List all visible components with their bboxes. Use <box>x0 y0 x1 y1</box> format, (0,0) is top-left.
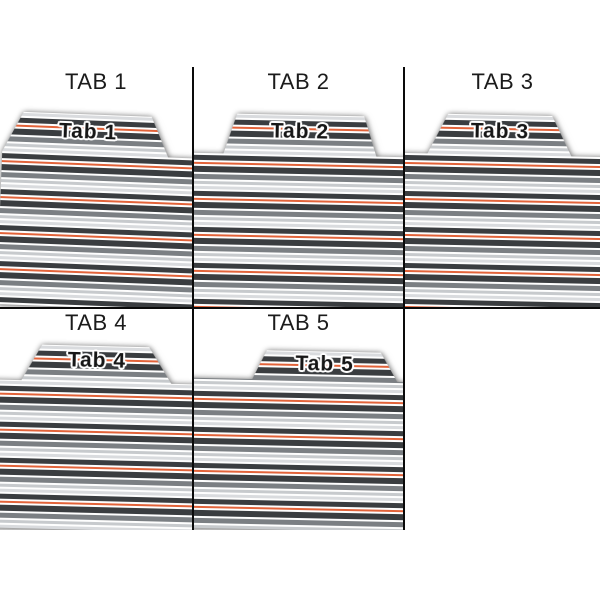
header-label-tab-4: TAB 4 <box>64 310 127 335</box>
header-label-tab-1: TAB 1 <box>64 69 127 94</box>
grid-vertical-line-1 <box>192 67 194 530</box>
divider-cell-2: Tab 2 <box>194 69 403 307</box>
grid-horizontal-line <box>0 307 600 309</box>
divider-2: Tab 2 <box>194 113 403 307</box>
divider-1: Tab 1 <box>0 111 192 307</box>
divider-5-tab-text: Tab 5 <box>295 351 354 377</box>
divider-4-tab-text: Tab 4 <box>67 348 127 373</box>
divider-cell-1: Tab 1 <box>0 69 192 307</box>
header-label-tab-3: TAB 3 <box>471 69 534 94</box>
header-label-tab-5: TAB 5 <box>267 310 330 335</box>
divider-cell-4: Tab 4 <box>0 309 192 530</box>
divider-2-tab-text: Tab 2 <box>270 119 330 144</box>
divider-3-tab-text: Tab 3 <box>470 119 530 144</box>
divider-cell-5: Tab 5 <box>194 309 403 530</box>
divider-4: Tab 4 <box>0 343 192 530</box>
divider-cell-3: Tab 3 <box>405 69 600 307</box>
divider-3: Tab 3 <box>405 113 600 307</box>
divider-5: Tab 5 <box>194 349 403 530</box>
grid-vertical-line-2 <box>403 67 405 530</box>
header-label-tab-2: TAB 2 <box>267 69 330 94</box>
